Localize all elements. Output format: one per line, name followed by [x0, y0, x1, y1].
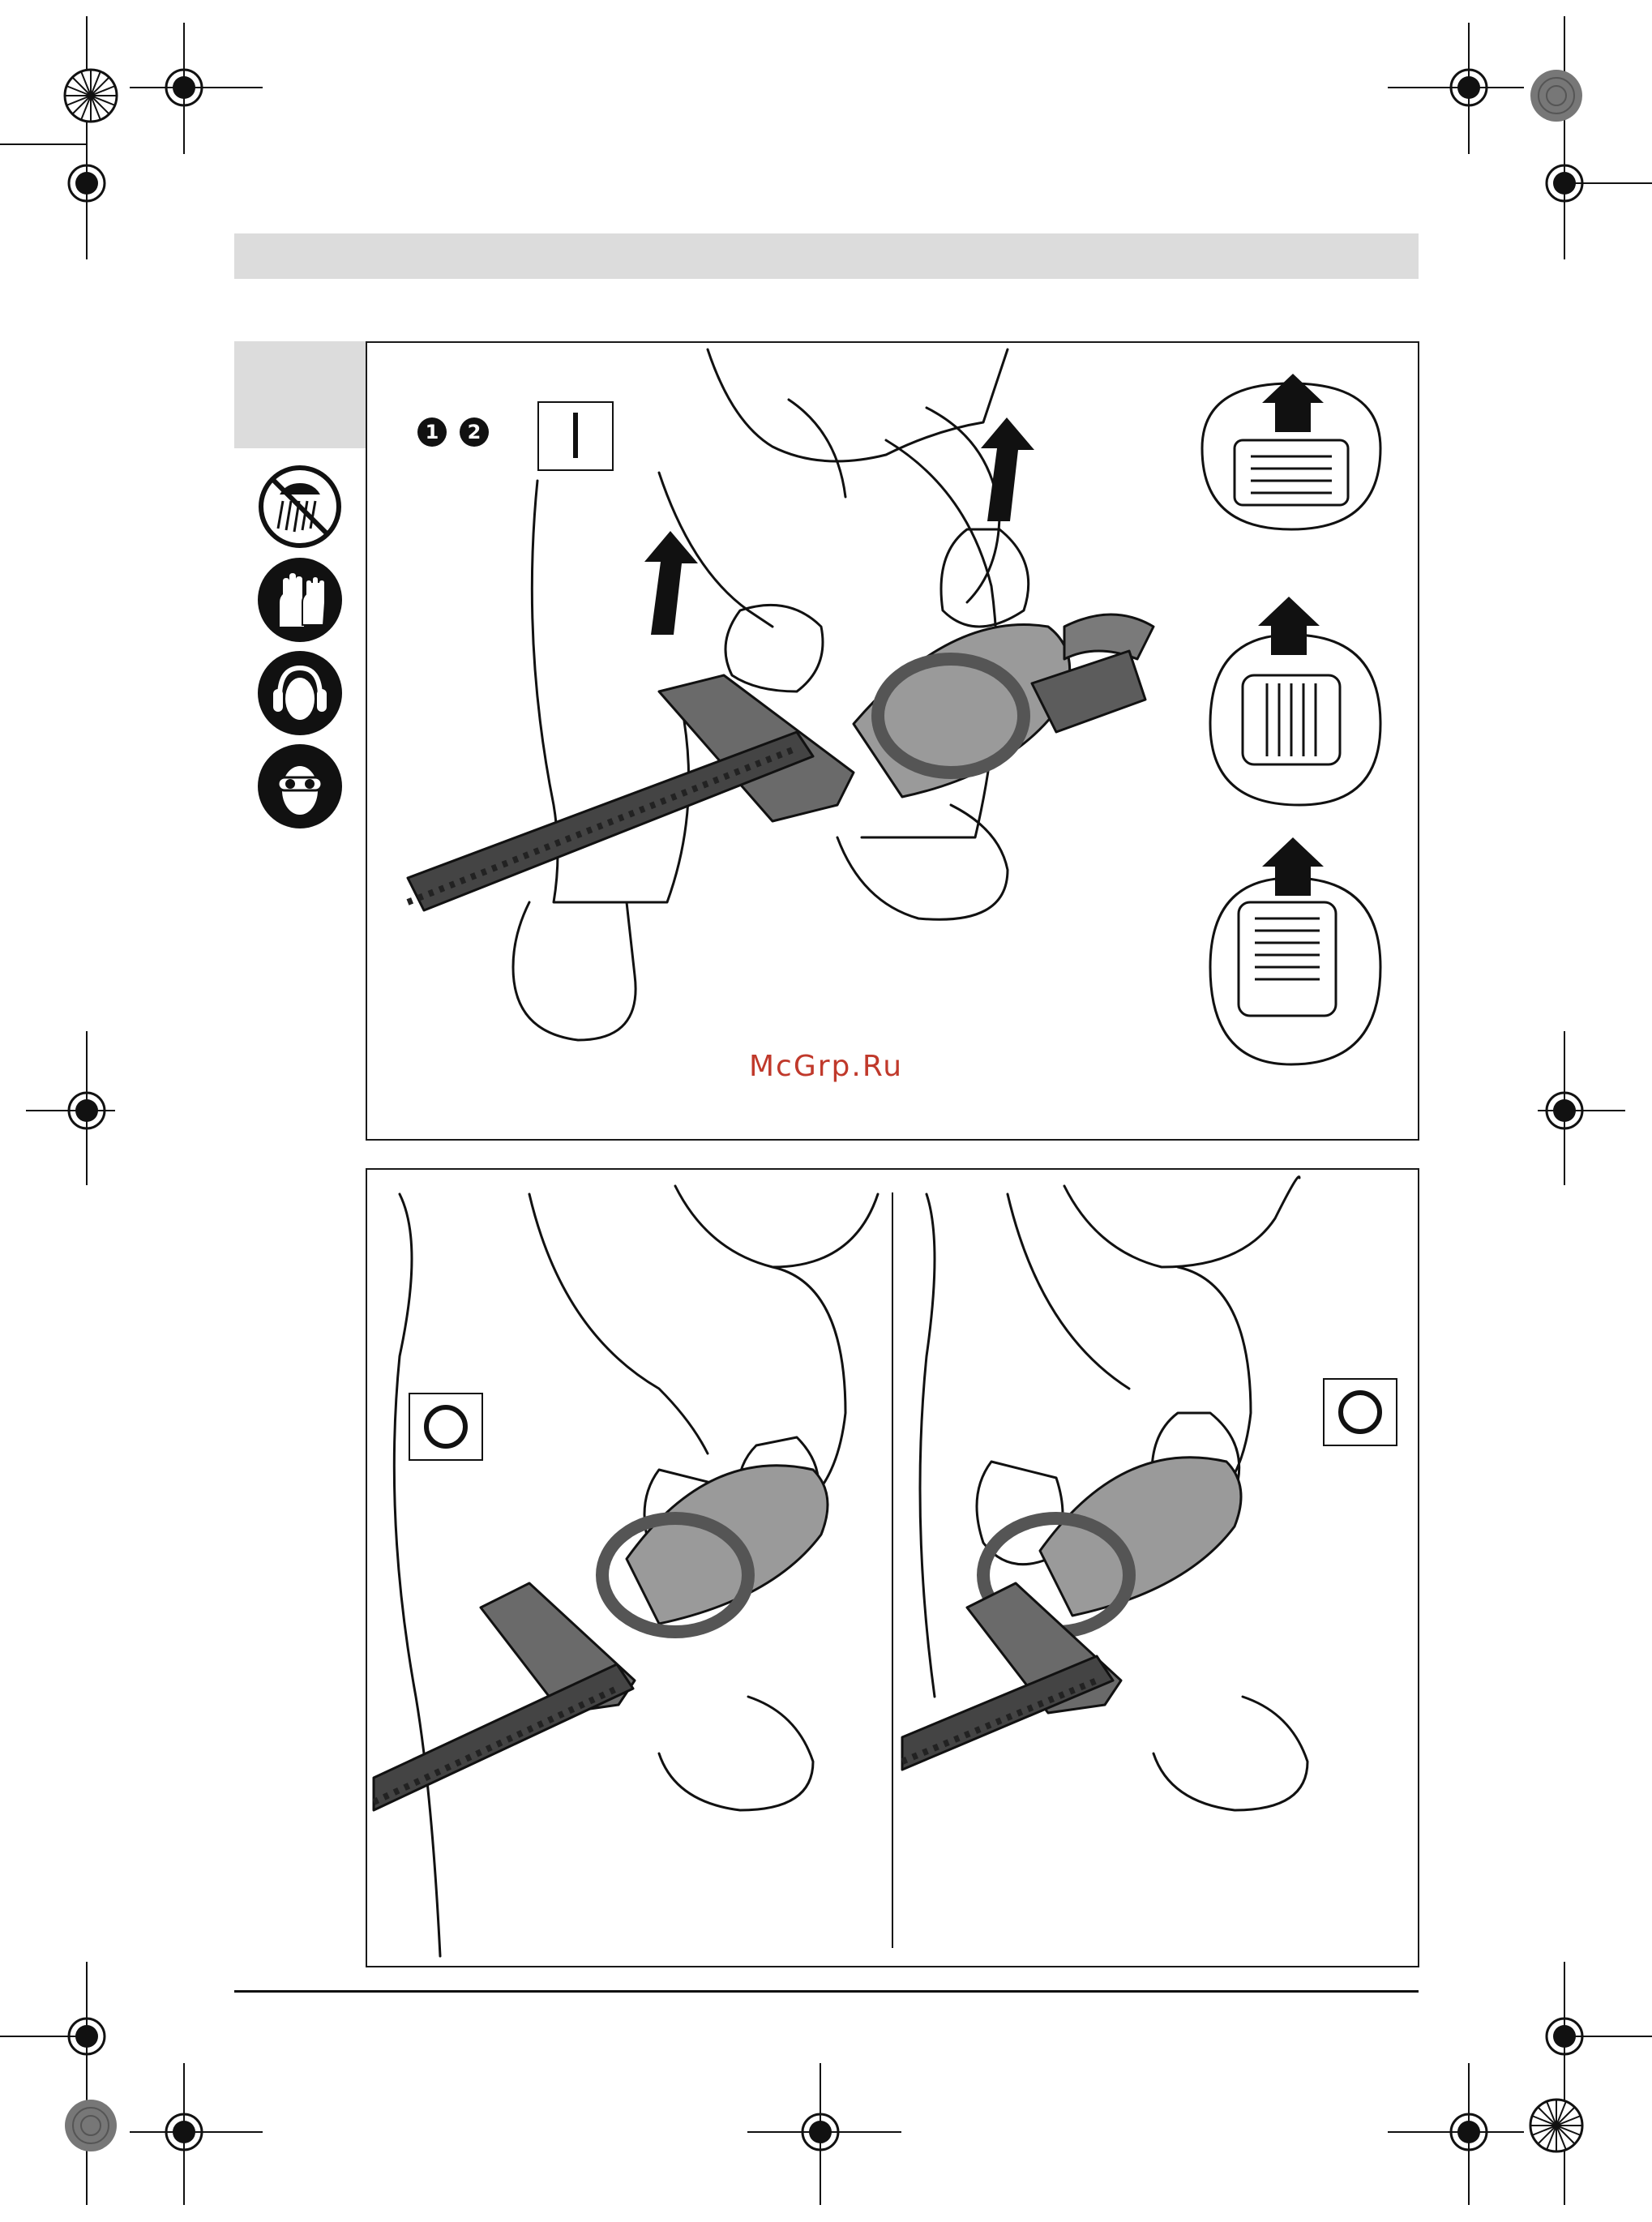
header-bar — [234, 233, 1419, 279]
gloves-icon — [258, 558, 342, 642]
switch-off-illustration — [367, 1170, 1418, 1966]
footer-rule — [234, 1990, 1419, 1993]
switch-on-illustration — [367, 343, 1418, 1139]
figure-switch-on: 1 2 — [366, 341, 1419, 1141]
figure-switch-off — [366, 1168, 1419, 1967]
arrow-up-middle-detail — [1258, 597, 1320, 655]
arrow-up-top-detail — [1262, 374, 1324, 432]
switch-off-symbol-right — [1324, 1379, 1397, 1445]
arrow-up-bottom-detail — [1262, 837, 1324, 896]
watermark: McGrp.Ru — [0, 1050, 1652, 1083]
switch-off-symbol-left — [409, 1394, 482, 1460]
handle-detail-middle — [1210, 635, 1380, 805]
safety-icons — [255, 462, 345, 835]
handle-detail-bottom — [1210, 878, 1380, 1064]
arrow-up-1 — [644, 531, 698, 635]
eye-protection-icon — [258, 744, 342, 828]
side-tab — [234, 341, 366, 448]
ear-protection-icon — [258, 651, 342, 735]
no-rain-icon — [261, 468, 339, 546]
